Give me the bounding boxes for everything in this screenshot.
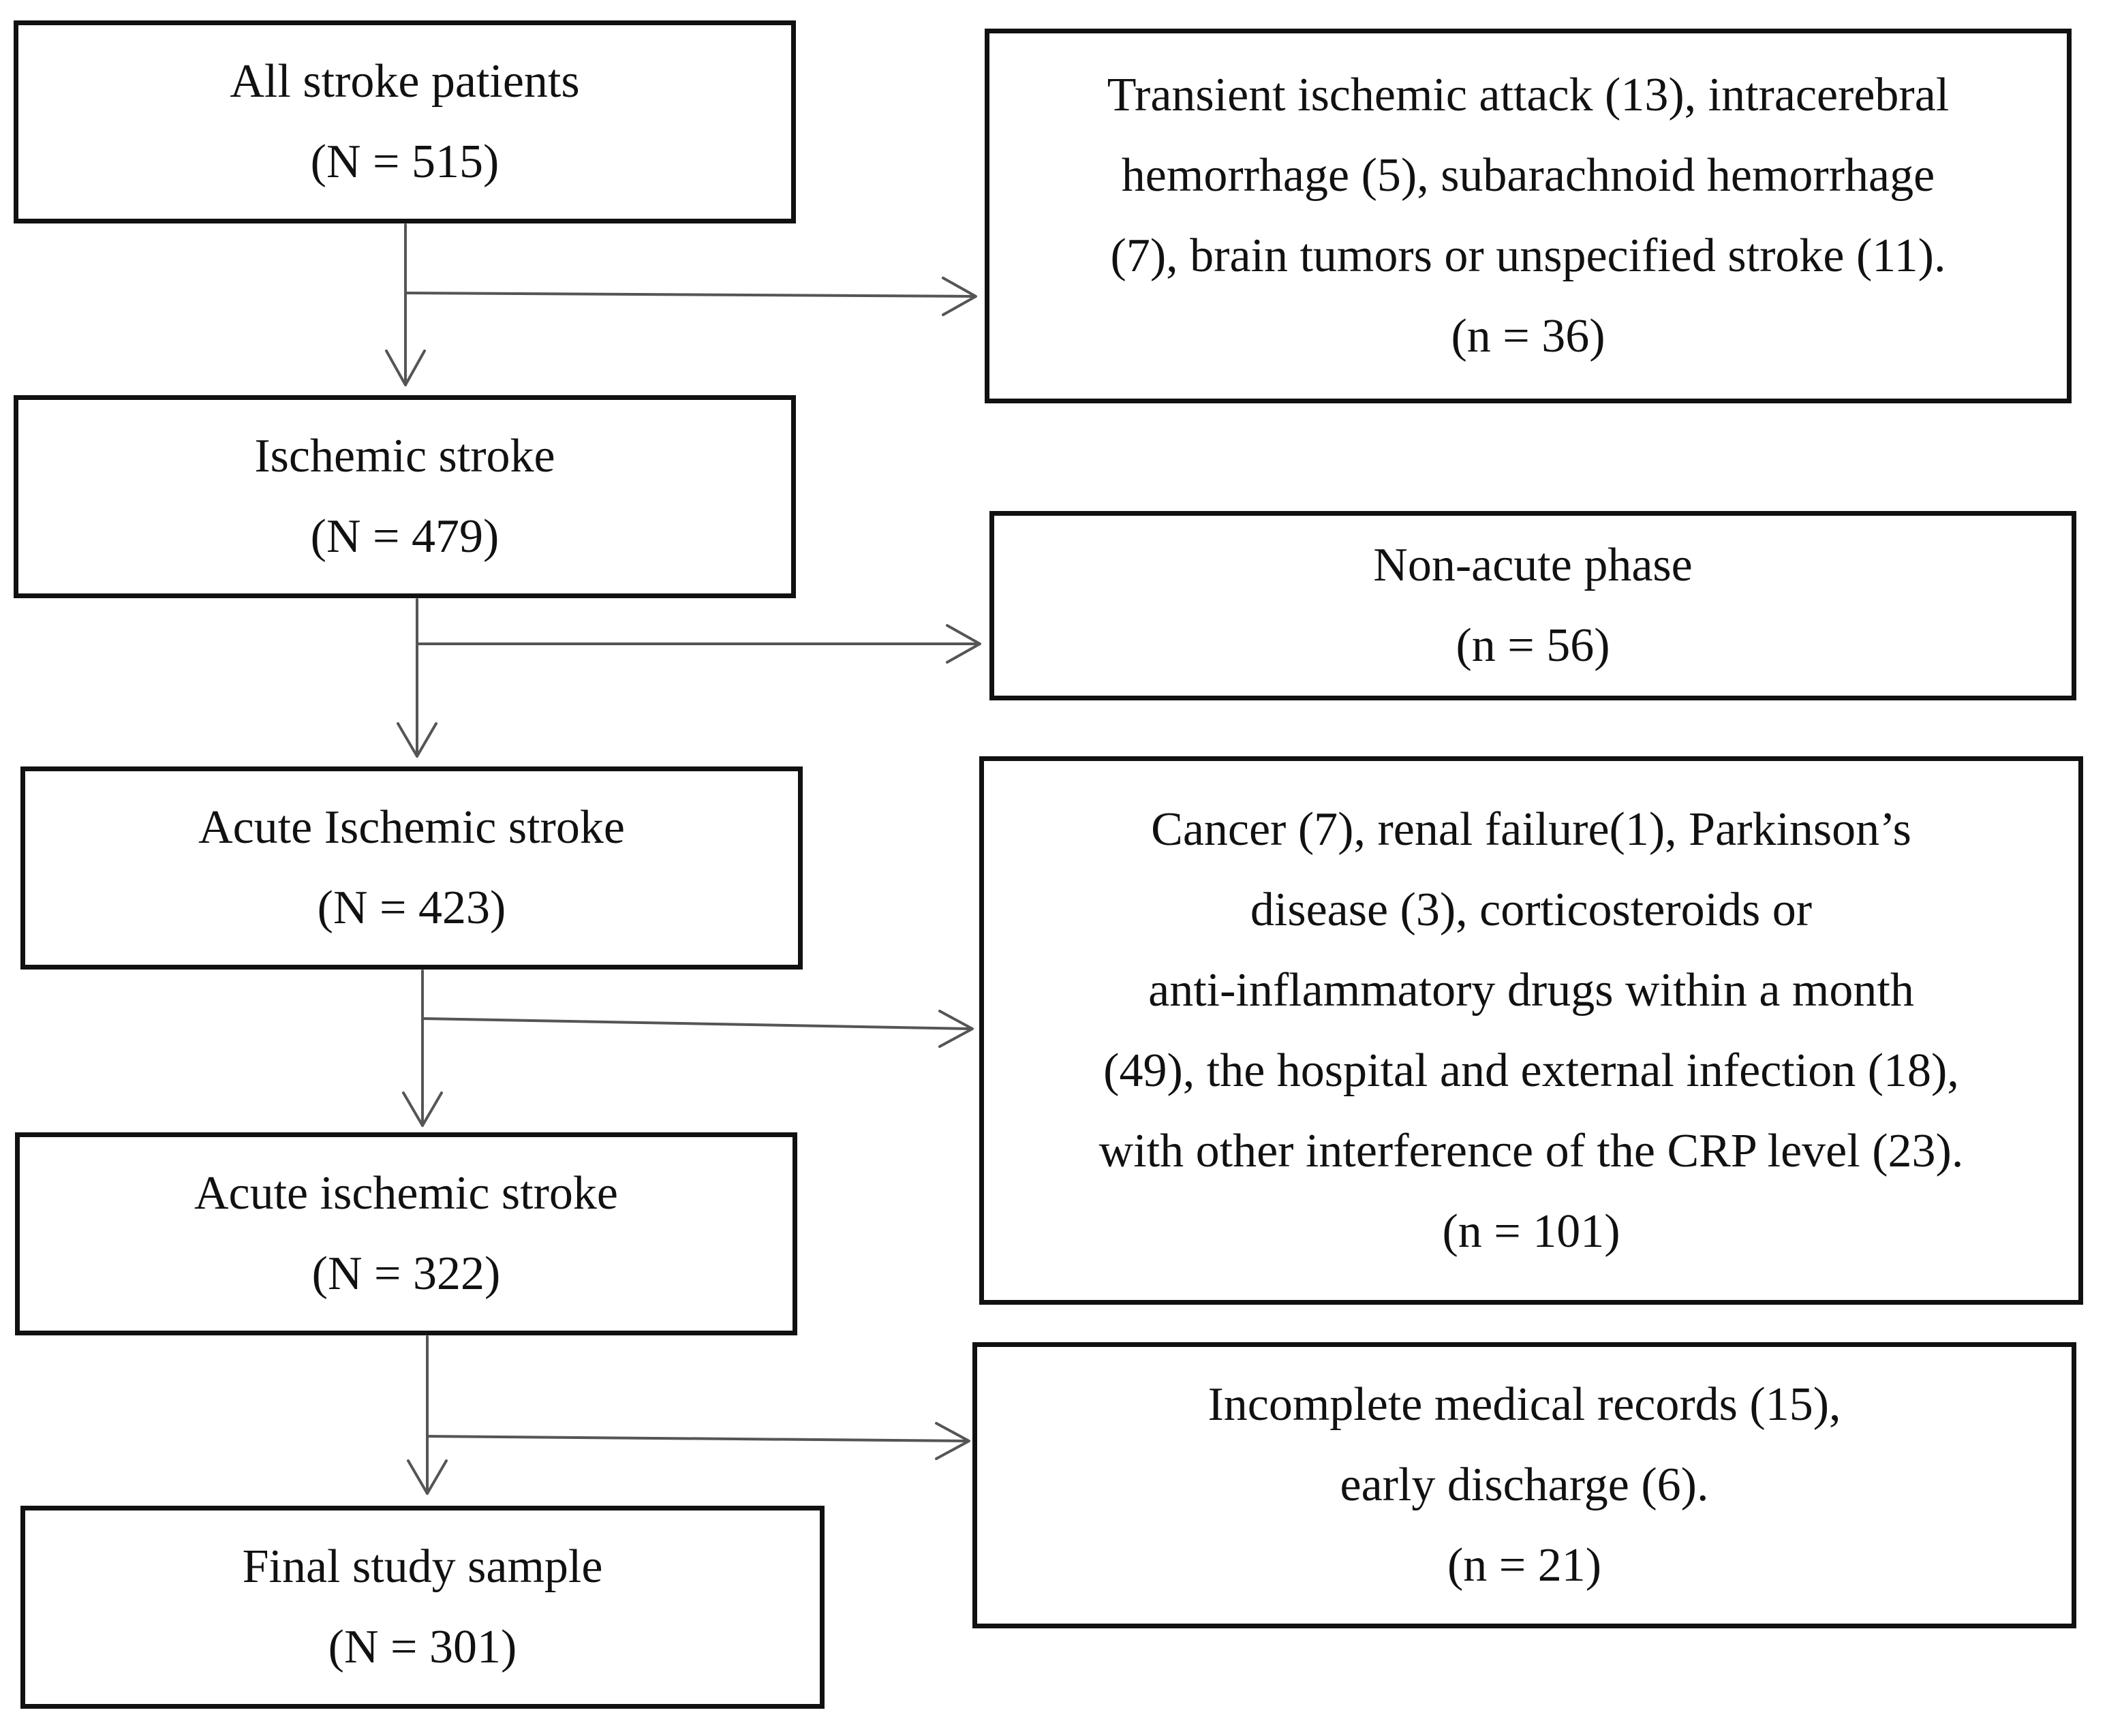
step-count: (N = 322) [311,1247,501,1300]
arrowhead-down-2 [397,722,437,758]
step-title: Final study sample [242,1540,603,1593]
arrowhead-down-1 [385,350,426,386]
exclusion-reason: disease (3), corticosteroids or [1250,883,1813,936]
exclusion-count: (n = 36) [1451,310,1605,362]
exclusion-reason: Cancer (7), renal failure(1), Parkinson’… [1151,803,1911,856]
exclusion-comorbidities: Cancer (7), renal failure(1), Parkinson’… [979,756,2083,1305]
step-acute-ischemic-stroke-423: Acute Ischemic stroke (N = 423) [20,766,803,970]
step-count: (N = 515) [310,136,499,188]
exclusion-reason: Non-acute phase [1373,539,1693,591]
exclusion-count: (n = 21) [1447,1539,1602,1592]
step-title: Acute Ischemic stroke [198,801,625,854]
arrowhead-right-3 [938,1010,974,1048]
step-title: Acute ischemic stroke [194,1167,618,1220]
step-count: (N = 479) [310,510,499,563]
exclusion-reason: (7), brain tumors or unspecified stroke … [1110,230,1946,282]
exclusion-count: (n = 56) [1456,619,1610,672]
exclusion-reason: (49), the hospital and external infectio… [1103,1044,1959,1097]
step-all-stroke-patients: All stroke patients (N = 515) [14,20,796,223]
step-title: All stroke patients [230,55,580,108]
arrow-right-3 [421,1017,972,1030]
arrow-right-4 [426,1435,969,1442]
exclusion-reason: hemorrhage (5), subarachnoid hemorrhage [1121,149,1935,202]
step-ischemic-stroke: Ischemic stroke (N = 479) [14,395,796,598]
step-acute-ischemic-stroke-322: Acute ischemic stroke (N = 322) [15,1132,797,1335]
exclusion-reason: Incomplete medical records (15), [1208,1378,1841,1431]
exclusion-count: (n = 101) [1442,1205,1620,1258]
exclusion-non-ischemic: Transient ischemic attack (13), intracer… [985,29,2072,403]
arrowhead-right-4 [935,1422,970,1460]
arrowhead-right-1 [942,277,977,316]
exclusion-records-discharge: Incomplete medical records (15), early d… [972,1342,2076,1628]
arrowhead-down-3 [402,1091,443,1127]
step-final-study-sample: Final study sample (N = 301) [20,1506,825,1709]
arrowhead-right-2 [946,624,981,664]
arrow-right-1 [404,292,976,298]
arrowhead-down-4 [407,1459,448,1495]
step-count: (N = 301) [328,1621,517,1673]
step-count: (N = 423) [317,882,506,934]
exclusion-reason: Transient ischemic attack (13), intracer… [1107,69,1950,121]
exclusion-reason: anti-inflammatory drugs within a month [1148,963,1914,1017]
exclusion-reason: early discharge (6). [1340,1459,1709,1511]
exclusion-reason: with other interference of the CRP level… [1098,1124,1964,1177]
step-title: Ischemic stroke [254,430,555,482]
exclusion-non-acute-phase: Non-acute phase (n = 56) [989,511,2076,700]
